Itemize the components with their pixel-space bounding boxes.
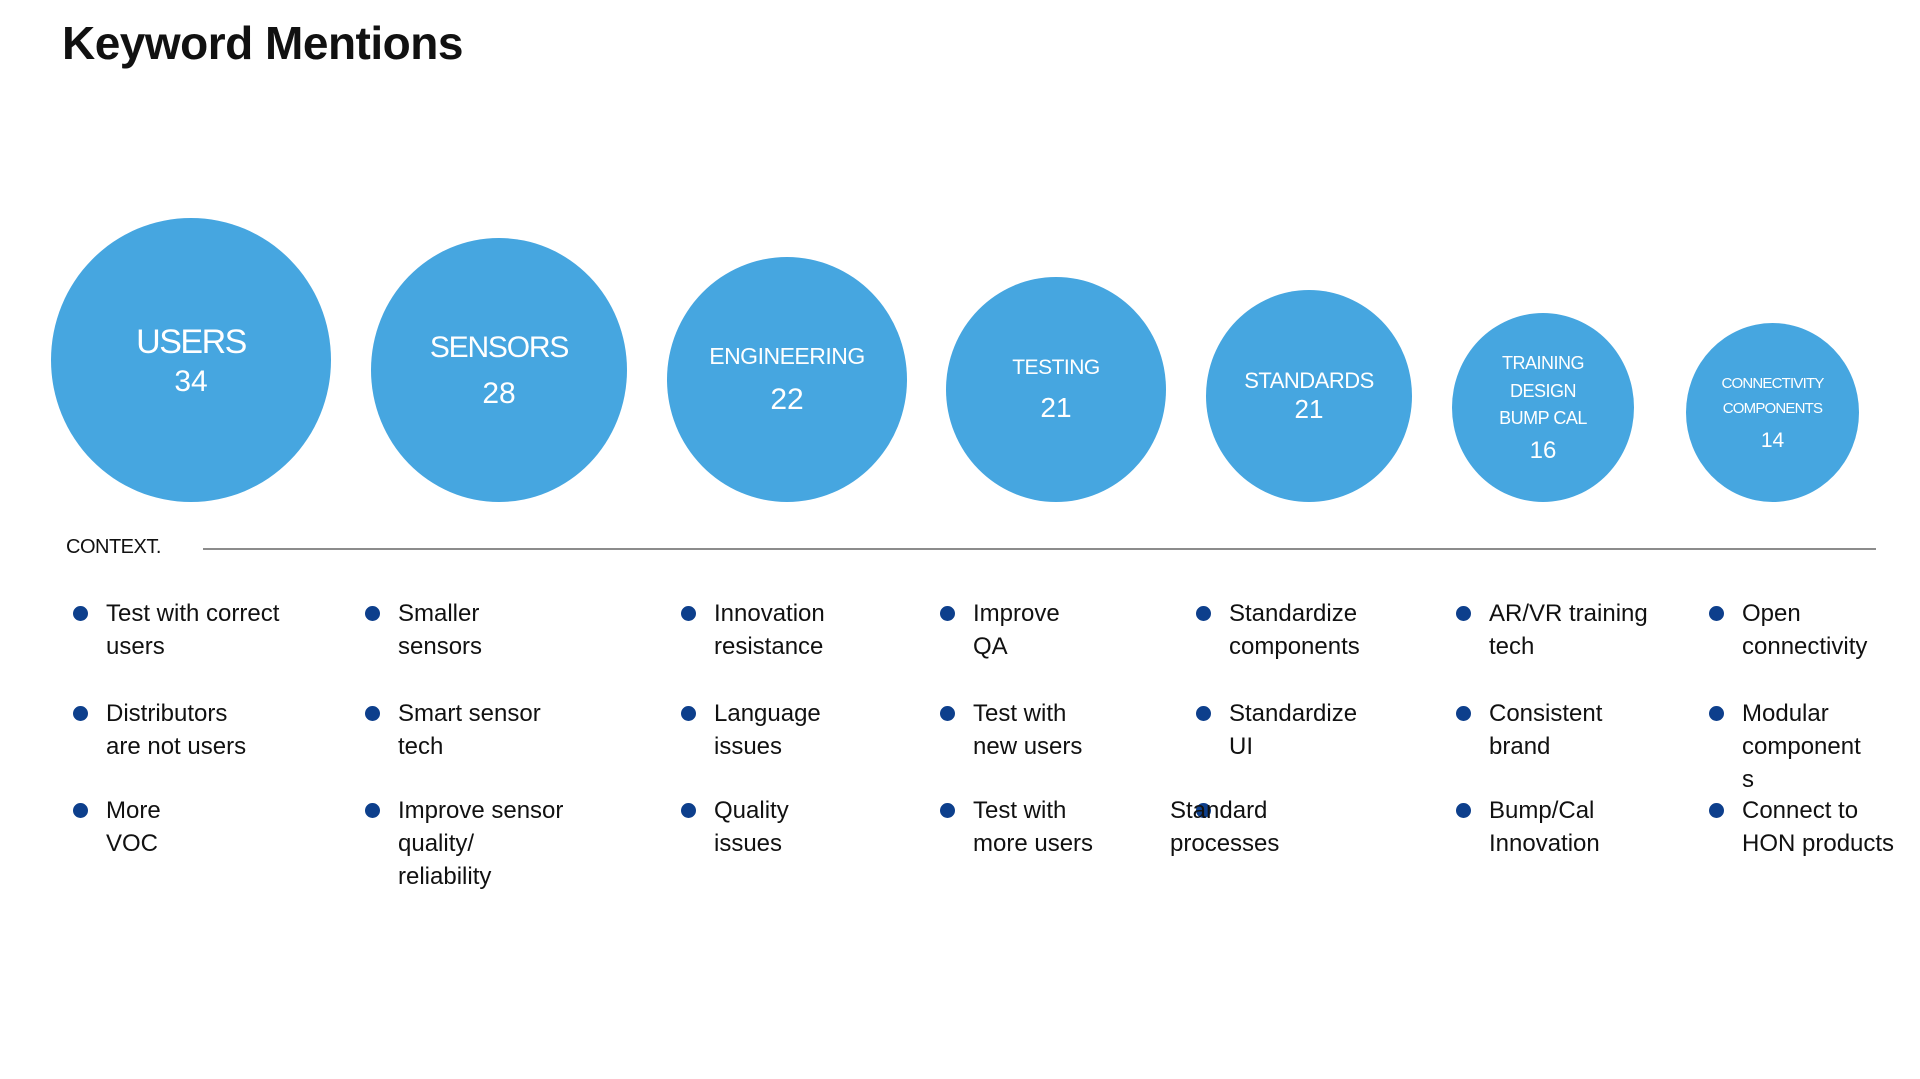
keyword-bubble-sensors: SENSORS 28	[371, 238, 627, 502]
keyword-label-line: ENGINEERING	[709, 343, 865, 370]
keyword-bubble-connectivity-components: CONNECTIVITY COMPONENTS 14	[1686, 323, 1859, 502]
context-item-text: Test with correct users	[106, 600, 280, 660]
context-item-text: Open connectivity	[1742, 600, 1868, 660]
bullet-icon	[1456, 606, 1471, 621]
keyword-label-line: TRAINING	[1501, 352, 1585, 373]
bullet-icon	[1709, 803, 1724, 818]
bullet-icon	[1196, 803, 1211, 818]
bullet-icon	[365, 606, 380, 621]
context-item-text: AR/VR training tech	[1489, 600, 1648, 660]
keyword-label: TESTING	[1012, 355, 1100, 381]
bullet-icon	[1709, 606, 1724, 621]
keyword-bubble-training-design-bump-cal: TRAINING DESIGN BUMP CAL 16	[1452, 313, 1634, 502]
keyword-bubble-engineering: ENGINEERING 22	[667, 257, 907, 502]
keyword-count: 28	[482, 376, 516, 410]
keyword-count: 21	[1294, 394, 1324, 425]
bullet-icon	[1709, 706, 1724, 721]
keyword-label: SENSORS	[429, 329, 570, 367]
keyword-label-line: STANDARDS	[1244, 367, 1374, 393]
bullet-icon	[940, 606, 955, 621]
bullet-icon	[681, 706, 696, 721]
keyword-label-line: COMPONENTS	[1722, 399, 1823, 417]
context-item-text: Improve sensor quality/ reliability	[398, 797, 564, 890]
context-item-text: Modular component s	[1742, 700, 1861, 793]
bullet-icon	[365, 706, 380, 721]
keyword-count: 14	[1760, 429, 1785, 453]
keyword-count: 22	[770, 382, 804, 416]
context-item-text: Consistent brand	[1489, 700, 1603, 760]
keyword-bubble-users: USERS 34	[51, 218, 331, 502]
keyword-label: CONNECTIVITY COMPONENTS	[1721, 372, 1824, 422]
context-item-text: Smaller sensors	[398, 600, 483, 660]
keyword-label-line: TESTING	[1012, 356, 1100, 380]
context-item-text: Distributors are not users	[106, 700, 247, 760]
keyword-count: 16	[1529, 437, 1557, 465]
context-item-text: Innovation resistance	[714, 600, 825, 660]
keyword-label-line: CONNECTIVITY	[1721, 374, 1824, 392]
page-title: Keyword Mentions	[62, 17, 463, 69]
keyword-label: ENGINEERING	[709, 342, 865, 371]
bullet-icon	[681, 606, 696, 621]
context-item-text: Language issues	[714, 700, 821, 760]
bullet-icon	[1196, 706, 1211, 721]
keyword-label: USERS	[136, 321, 247, 364]
bullet-icon	[1196, 606, 1211, 621]
keyword-label-line: USERS	[136, 322, 247, 361]
context-item-text: Standardize UI	[1229, 700, 1358, 760]
bullet-icon	[365, 803, 380, 818]
context-item-text: Standardize components	[1229, 600, 1360, 660]
keyword-label-line: BUMP CAL	[1499, 408, 1587, 429]
keyword-count: 34	[174, 365, 208, 399]
bullet-icon	[940, 706, 955, 721]
context-item-text: Connect to HON products	[1742, 797, 1895, 857]
keyword-label-line: SENSORS	[429, 331, 570, 365]
bullet-icon	[681, 803, 696, 818]
keyword-label: TRAINING DESIGN BUMP CAL	[1499, 350, 1587, 434]
bullet-icon	[940, 803, 955, 818]
context-item-text: Test with more users	[973, 797, 1094, 857]
bullet-icon	[73, 606, 88, 621]
keyword-count: 21	[1040, 391, 1072, 423]
context-label: CONTEXT.	[66, 536, 161, 558]
keyword-label-line: DESIGN	[1509, 380, 1577, 401]
context-item-text: Standard processes	[1170, 797, 1280, 857]
bullet-icon	[1456, 803, 1471, 818]
bullet-icon	[73, 706, 88, 721]
context-divider	[203, 548, 1876, 550]
keyword-bubble-standards: STANDARDS 21	[1206, 290, 1412, 502]
keyword-bubble-testing: TESTING 21	[946, 277, 1166, 502]
context-item-text: More VOC	[106, 797, 161, 857]
context-item-text: Quality issues	[714, 797, 789, 857]
bullet-icon	[73, 803, 88, 818]
keyword-label: STANDARDS	[1244, 367, 1374, 395]
context-item-text: Smart sensor tech	[398, 700, 541, 760]
context-item-text: Bump/Cal Innovation	[1489, 797, 1600, 857]
context-item-text: Improve QA	[973, 600, 1060, 660]
bullet-icon	[1456, 706, 1471, 721]
context-item-text: Test with new users	[973, 700, 1083, 760]
